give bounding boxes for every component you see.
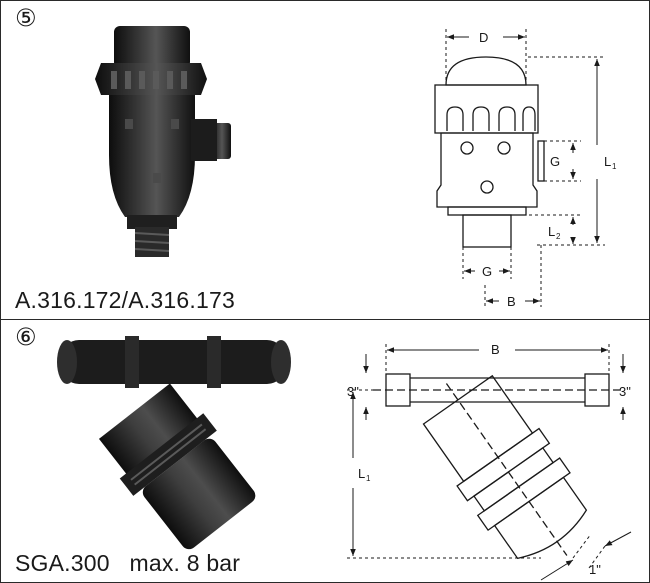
dim-g-bottom-label: G [482, 264, 492, 279]
dim-b-label-6: B [491, 342, 500, 357]
panel-number-5: ⑤ [15, 5, 37, 32]
product-panel-5: D G L 1 L 2 G B ⑤ A.316.172/A.316.173 [1, 1, 649, 320]
dim-inlet-label: 3" [347, 384, 359, 399]
dim-g-side-label: G [550, 154, 560, 169]
dim-drain-label: 1" [589, 562, 601, 577]
product-panel-6: B 3" 3" L 1 1" ⑥ SGA.300 max. 8 bar [1, 320, 649, 582]
panel-6-graphics: B 3" 3" L 1 1" [57, 336, 632, 581]
dim-outlet-label: 3" [619, 384, 631, 399]
model-caption-6: SGA.300 max. 8 bar [15, 550, 241, 576]
panel-5-graphics: D G L 1 L 2 G B [95, 26, 617, 309]
filter-drawing-vertical [434, 56, 545, 248]
dim-l1-subscript: 1 [612, 162, 617, 171]
dimension-lines-6 [347, 344, 632, 581]
dim-l1-label: L [604, 154, 611, 169]
dim-l2-subscript: 2 [556, 232, 561, 241]
dim-l1-subscript-6: 1 [366, 474, 371, 483]
dimension-lines-5 [445, 29, 605, 307]
dim-l2-label: L [548, 224, 555, 239]
filter-photo-vertical [95, 26, 231, 257]
filter-photo-y-type [57, 336, 291, 550]
dim-l1-label-6: L [358, 466, 365, 481]
dim-b-label: B [507, 294, 516, 309]
dim-d-label: D [479, 30, 488, 45]
model-caption-5: A.316.172/A.316.173 [15, 287, 235, 313]
panel-number-6: ⑥ [15, 324, 37, 351]
filter-drawing-y-type [373, 373, 621, 560]
